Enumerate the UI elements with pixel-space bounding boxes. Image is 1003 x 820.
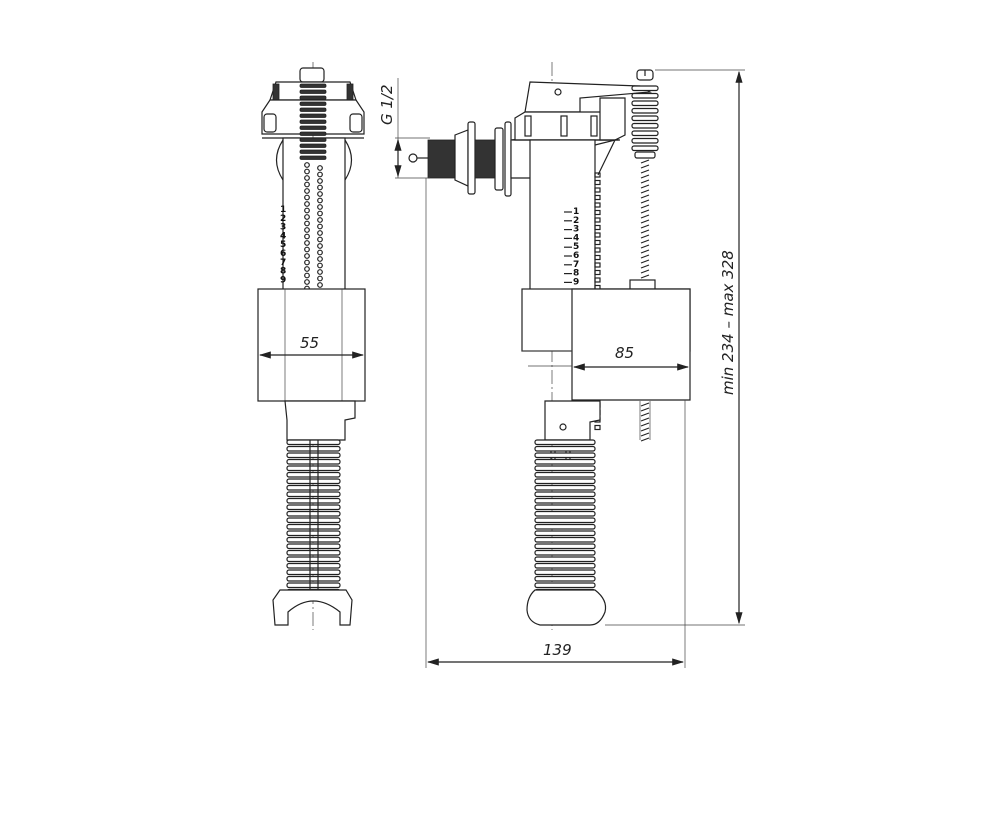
- hose-rib: [286, 575, 341, 582]
- dimension-85-label: 85: [615, 344, 634, 362]
- hose-rib: [286, 445, 341, 452]
- hose-rib: [534, 517, 596, 524]
- hose-rib: [286, 478, 341, 485]
- side-tube: [529, 139, 596, 291]
- hose-rib: [534, 536, 596, 543]
- hose-rib: [286, 510, 341, 517]
- scale-mark: 8: [573, 269, 579, 279]
- hose-rib: [286, 497, 341, 504]
- hose-rib: [286, 556, 341, 563]
- front-hose: [286, 439, 341, 595]
- front-tube: [282, 137, 346, 291]
- hose-rib: [286, 582, 341, 589]
- scale-mark: 2: [573, 216, 579, 226]
- hose-rib: [286, 452, 341, 459]
- hose-rib: [286, 439, 341, 446]
- hose-rib: [534, 491, 596, 498]
- front-foot: [272, 589, 353, 626]
- overall-width-label: 139: [543, 641, 572, 659]
- hose-rib: [534, 471, 596, 478]
- hose-rib: [534, 543, 596, 550]
- scale-mark: 7: [280, 258, 286, 268]
- scale-mark: 6: [573, 251, 579, 261]
- hose-rib: [534, 510, 596, 517]
- hose-rib: [286, 569, 341, 576]
- hose-rib: [534, 549, 596, 556]
- hose-rib: [534, 569, 596, 576]
- hose-rib: [534, 484, 596, 491]
- scale-mark: 4: [573, 233, 579, 243]
- dimension-g12: G 1/2: [378, 78, 430, 179]
- hose-rib: [534, 582, 596, 589]
- scale-mark: 8: [280, 267, 286, 277]
- scale-mark: 9: [573, 277, 579, 287]
- scale-mark: 1: [573, 207, 579, 217]
- scale-mark: 6: [280, 249, 286, 259]
- side-hose: [534, 439, 596, 595]
- scale-mark: 1: [280, 205, 286, 215]
- hose-rib: [286, 471, 341, 478]
- scale-mark: 7: [573, 260, 579, 270]
- hose-rib: [286, 465, 341, 472]
- side-float: [571, 288, 691, 401]
- hose-rib: [286, 517, 341, 524]
- hose-rib: [534, 445, 596, 452]
- hose-rib: [534, 504, 596, 511]
- hose-rib: [534, 497, 596, 504]
- scale-mark: 4: [280, 231, 286, 241]
- hose-rib: [286, 523, 341, 530]
- hose-rib: [286, 458, 341, 465]
- hose-rib: [534, 523, 596, 530]
- side-foot: [526, 589, 607, 626]
- hose-rib: [286, 543, 341, 550]
- side-lower-body: [544, 400, 601, 441]
- scale-mark: 9: [280, 275, 286, 285]
- height-range-label: min 234 – max 328: [719, 250, 737, 395]
- front-lower-body: [284, 400, 356, 441]
- hose-rib: [534, 465, 596, 472]
- hose-rib: [286, 536, 341, 543]
- thread-size-label: G 1/2: [378, 84, 396, 125]
- hose-rib: [534, 478, 596, 485]
- hose-rib: [534, 458, 596, 465]
- hose-rib: [286, 562, 341, 569]
- dimension-height: min 234 – max 328: [605, 69, 745, 626]
- inlet-connector: [408, 121, 533, 197]
- hose-rib: [286, 504, 341, 511]
- hose-rib: [534, 556, 596, 563]
- hose-rib: [534, 575, 596, 582]
- hose-rib: [286, 491, 341, 498]
- dimension-55-label: 55: [300, 334, 319, 352]
- hose-rib: [534, 452, 596, 459]
- hose-rib: [286, 530, 341, 537]
- scale-mark: 3: [280, 223, 286, 233]
- hose-rib: [534, 439, 596, 446]
- side-head: [512, 81, 652, 141]
- scale-mark: 2: [280, 214, 286, 224]
- scale-mark: 3: [573, 225, 579, 235]
- hose-rib: [534, 562, 596, 569]
- scale-mark: 5: [573, 242, 579, 252]
- dimension-139: 1 3 9: [425, 178, 686, 668]
- scale-mark: 5: [280, 240, 286, 250]
- hose-rib: [286, 484, 341, 491]
- adjustment-rod: [629, 69, 659, 442]
- hose-rib: [534, 530, 596, 537]
- hose-rib: [286, 549, 341, 556]
